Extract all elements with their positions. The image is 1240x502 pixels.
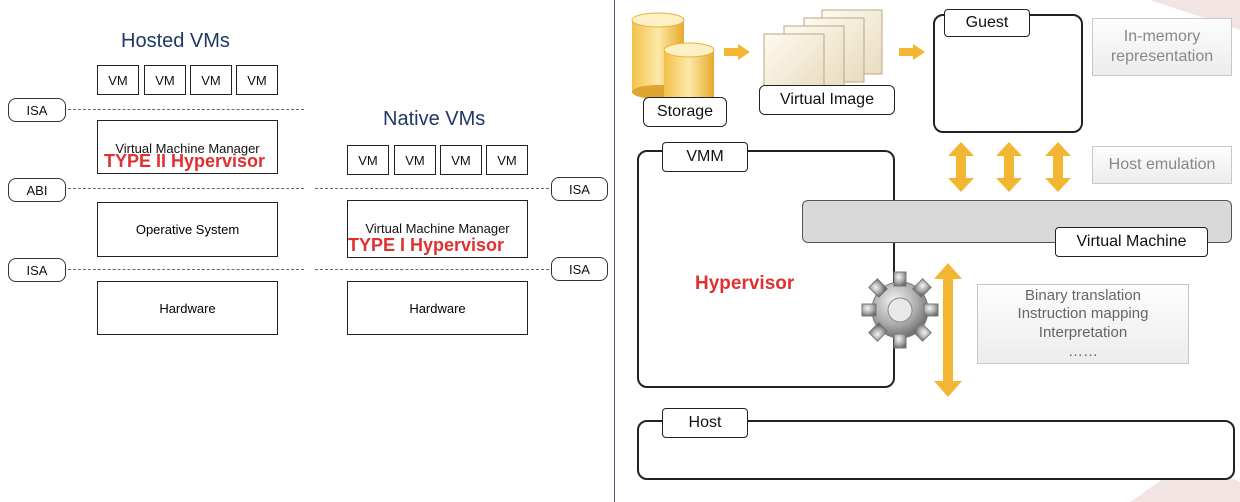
native-vm-3: VM (440, 145, 482, 175)
abi-line (68, 188, 304, 189)
hosted-isa-label-top: ISA (8, 98, 66, 122)
hosted-isa-line-top (68, 109, 304, 110)
hosted-isa-label-bottom: ISA (8, 258, 66, 282)
native-isa-line-top (315, 188, 549, 189)
in-memory-representation-box: In-memory representation (1092, 18, 1232, 76)
native-isa-label-top: ISA (551, 177, 608, 201)
vertical-double-arrow-icon (934, 263, 962, 397)
hosted-vm-3: VM (190, 65, 232, 95)
techniques-box: Binary translation Instruction mapping I… (977, 284, 1189, 364)
technique-interpretation: Interpretation (1038, 324, 1128, 341)
native-isa-label-bottom: ISA (551, 257, 608, 281)
native-vm-2: VM (394, 145, 436, 175)
abi-label: ABI (8, 178, 66, 202)
virtual-image-stack-icon (763, 9, 883, 95)
double-arrow-icon-3 (1045, 142, 1071, 192)
native-vmm-box: Virtual Machine Manager (347, 200, 528, 258)
arrow-right-icon-2 (899, 44, 925, 60)
virtual-image-label: Virtual Image (759, 85, 895, 115)
hosted-hardware-box: Hardware (97, 281, 278, 335)
hosted-vm-2: VM (144, 65, 186, 95)
host-emulation-box: Host emulation (1092, 146, 1232, 184)
virtual-machine-label: Virtual Machine (1055, 227, 1208, 257)
hosted-vm-1: VM (97, 65, 139, 95)
hypervisor-label: Hypervisor (695, 273, 795, 294)
operative-system-box: Operative System (97, 202, 278, 257)
type-i-hypervisor-label: TYPE I Hypervisor (348, 235, 505, 255)
type-ii-hypervisor-label: TYPE II Hypervisor (104, 151, 266, 171)
native-hardware-box: Hardware (347, 281, 528, 335)
double-arrow-icon-2 (996, 142, 1022, 192)
technique-binary-translation: Binary translation (1025, 286, 1141, 304)
hosted-vmm-label: Virtual Machine Manager (115, 141, 260, 156)
storage-cylinders-icon (631, 12, 715, 102)
native-vm-1: VM (347, 145, 389, 175)
guest-label: Guest (944, 9, 1030, 37)
hosted-isa-line-bottom (68, 269, 304, 270)
hosted-vmm-box: Virtual Machine Manager (97, 120, 278, 174)
vmm-label: VMM (662, 142, 748, 172)
panel-divider (614, 0, 615, 502)
native-vm-4: VM (486, 145, 528, 175)
gear-icon (861, 271, 939, 349)
storage-label: Storage (643, 97, 727, 127)
technique-instruction-mapping: Instruction mapping (1017, 305, 1149, 323)
host-label: Host (662, 408, 748, 438)
hosted-vm-4: VM (236, 65, 278, 95)
double-arrow-icon-1 (948, 142, 974, 192)
vmm-box (637, 150, 895, 388)
hosted-vms-title: Hosted VMs (121, 30, 230, 52)
native-vms-title: Native VMs (383, 108, 486, 130)
arrow-right-icon (724, 44, 750, 60)
native-isa-line-bottom (315, 269, 549, 270)
native-vmm-label: Virtual Machine Manager (365, 221, 510, 236)
technique-ellipsis: …… (1068, 342, 1098, 360)
